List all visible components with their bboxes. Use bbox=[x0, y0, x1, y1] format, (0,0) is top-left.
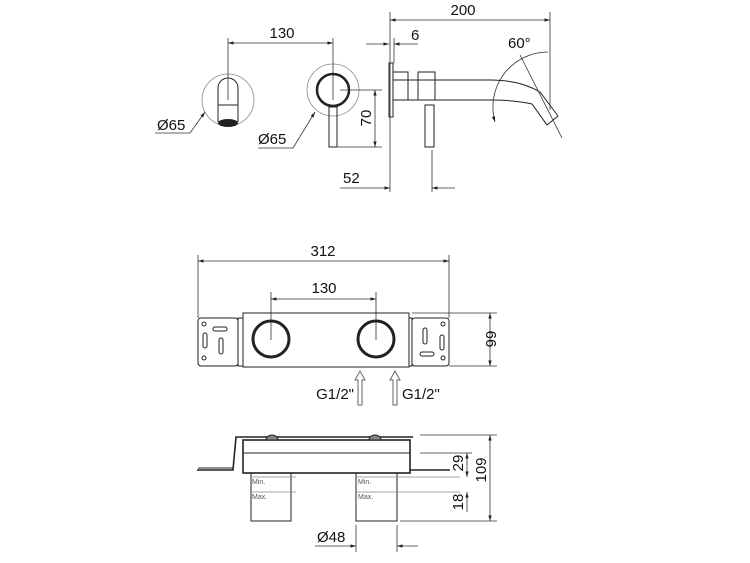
dim-66: 66 bbox=[482, 331, 499, 348]
diameter-65-left: Ø65 bbox=[157, 117, 185, 134]
right-bracket bbox=[411, 317, 450, 367]
dim-29: 29 bbox=[450, 455, 467, 472]
inlet-label-right: G1/2" bbox=[402, 386, 440, 403]
inlet-port-left bbox=[251, 319, 291, 359]
dim-130-top: 130 bbox=[269, 25, 294, 42]
dim-70: 70 bbox=[358, 110, 375, 127]
diameter-48: Ø48 bbox=[317, 529, 345, 546]
min-label-left: Min. bbox=[252, 479, 265, 486]
min-label-right: Min. bbox=[358, 479, 371, 486]
valve-body-section bbox=[242, 439, 411, 474]
side-view bbox=[388, 51, 563, 148]
dim-130-front: 130 bbox=[311, 280, 336, 297]
dim-312: 312 bbox=[310, 243, 335, 260]
dim-52: 52 bbox=[343, 170, 360, 187]
dim-18: 18 bbox=[450, 494, 467, 511]
section-view: Min. Max. Min. Max. 29 109 18 Ø48 bbox=[197, 434, 497, 552]
max-label-left: Max. bbox=[252, 494, 267, 501]
angle-60: 60° bbox=[508, 35, 531, 52]
dim-200: 200 bbox=[450, 2, 475, 19]
left-bracket bbox=[197, 317, 239, 367]
sleeve-right bbox=[355, 472, 398, 522]
inlet-port-right bbox=[356, 319, 396, 359]
inlet-arrow-right-icon bbox=[389, 369, 401, 406]
inlet-arrow-left-icon bbox=[354, 369, 366, 406]
dim-6: 6 bbox=[411, 27, 419, 44]
top-view: 130 Ø65 Ø65 70 200 6 60° 52 bbox=[155, 2, 563, 192]
sleeve-left bbox=[250, 472, 292, 522]
max-label-right: Max. bbox=[358, 494, 373, 501]
dim-109: 109 bbox=[473, 457, 490, 482]
inlet-label-left: G1/2" bbox=[316, 386, 354, 403]
front-view: 312 130 66 G1/2" G1/2" bbox=[197, 243, 499, 406]
diameter-65-right: Ø65 bbox=[258, 131, 286, 148]
